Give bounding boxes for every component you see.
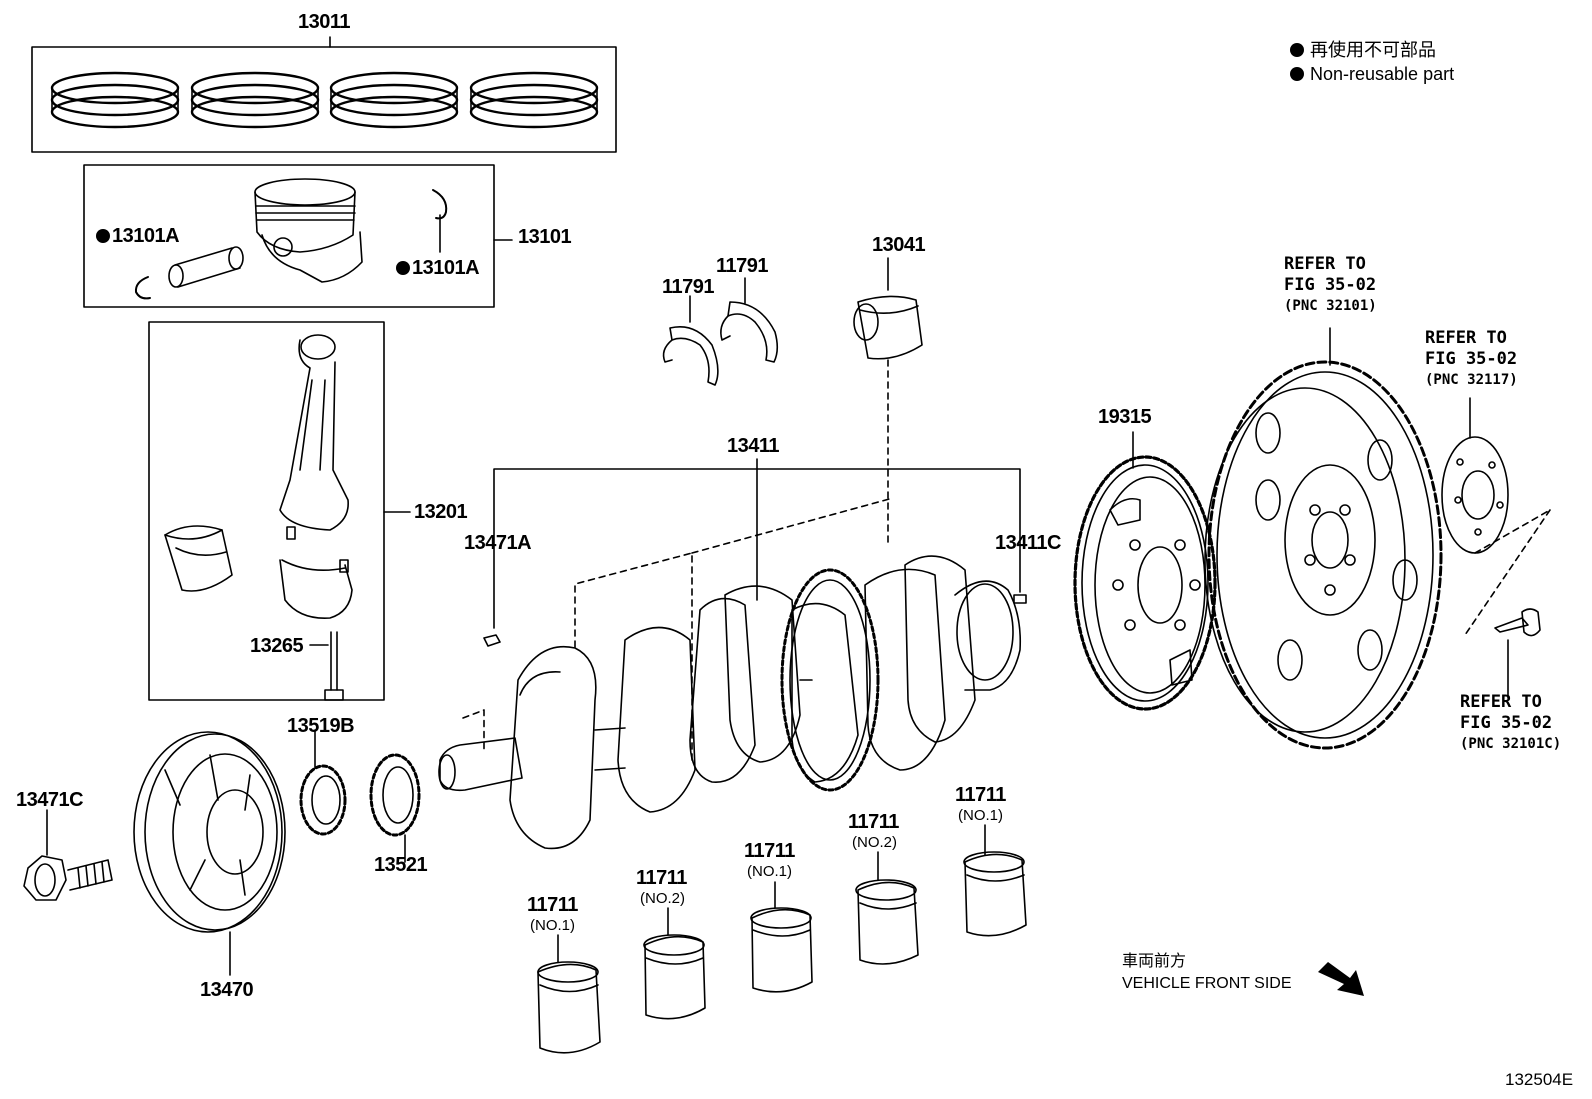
piston-ring-3 xyxy=(329,71,459,129)
main-bearing-2 xyxy=(643,907,706,1020)
connecting-rod-group xyxy=(148,321,411,701)
label-11791-b[interactable]: 11791 xyxy=(716,255,769,277)
label-13521[interactable]: 13521 xyxy=(374,854,428,876)
bearing-5-sub: (NO.1) xyxy=(958,807,1003,824)
label-13470[interactable]: 13470 xyxy=(200,979,254,1001)
piston-group xyxy=(83,164,513,308)
label-11791-a[interactable]: 11791 xyxy=(662,276,715,298)
label-11711-bearing-3[interactable]: 11711 xyxy=(744,840,795,862)
connecting-rod xyxy=(279,334,353,619)
vehicle-front-side-label: 車両前方 VEHICLE FRONT SIDE xyxy=(1122,953,1292,992)
label-13519b[interactable]: 13519B xyxy=(287,715,355,737)
spacer-plate xyxy=(1441,397,1551,636)
label-13411c[interactable]: 13411C xyxy=(995,532,1061,554)
label-13411[interactable]: 13411 xyxy=(727,435,780,457)
label-11711-bearing-1[interactable]: 11711 xyxy=(527,894,578,916)
crank-pulley xyxy=(133,731,286,976)
piston-ring-set-group xyxy=(31,36,617,153)
main-bearing-3 xyxy=(750,881,813,993)
drive-plate xyxy=(1204,327,1443,750)
thrust-washers xyxy=(662,277,779,386)
label-13011[interactable]: 13011 xyxy=(298,11,351,33)
main-bearing-4 xyxy=(855,851,919,965)
crank-gear xyxy=(780,568,880,792)
figure-code: 132504E xyxy=(1505,1070,1574,1089)
main-bearing-1 xyxy=(537,934,601,1054)
crankshaft xyxy=(438,497,1022,850)
main-bearing-5 xyxy=(963,824,1027,937)
piston xyxy=(254,178,363,283)
rod-bolt xyxy=(324,631,344,701)
label-13471c[interactable]: 13471C xyxy=(16,789,84,811)
bearing-3-sub: (NO.1) xyxy=(747,863,792,880)
piston-ring-4 xyxy=(469,71,599,129)
bearing-2-sub: (NO.2) xyxy=(640,890,685,907)
piston-pin xyxy=(168,246,244,288)
label-11711-bearing-2[interactable]: 11711 xyxy=(636,867,687,889)
piston-ring-1 xyxy=(50,71,180,129)
label-13471a[interactable]: 13471A xyxy=(464,532,532,554)
crankshaft-callout xyxy=(483,458,1027,647)
label-11711-bearing-5[interactable]: 11711 xyxy=(955,784,1006,806)
pulley-bolt xyxy=(23,809,113,901)
label-11711-bearing-4[interactable]: 11711 xyxy=(848,811,899,833)
label-13101a-left[interactable]: 13101A xyxy=(96,226,180,246)
refer-to-fig-32117[interactable]: REFER TO FIG 35-02 (PNC 32117) xyxy=(1425,328,1518,388)
rod-bearing xyxy=(164,525,233,592)
label-13201[interactable]: 13201 xyxy=(414,501,468,523)
label-13101a-right[interactable]: 13101A xyxy=(396,258,480,278)
label-13101[interactable]: 13101 xyxy=(518,226,572,248)
label-13265[interactable]: 13265 xyxy=(250,635,304,657)
bearing-4-sub: (NO.2) xyxy=(852,834,897,851)
non-reusable-icon xyxy=(396,261,410,275)
refer-to-fig-32101[interactable]: REFER TO FIG 35-02 (PNC 32101) xyxy=(1284,254,1377,314)
drive-plate-bolt xyxy=(1494,608,1541,699)
snap-ring-left xyxy=(134,276,151,300)
vehicle-front-arrow xyxy=(1318,962,1364,996)
label-19315[interactable]: 19315 xyxy=(1098,406,1152,428)
legend-item-en: Non-reusable part xyxy=(1290,62,1454,86)
oil-pump-drive-gear xyxy=(299,729,347,836)
bullet-icon xyxy=(1290,67,1304,81)
thrust-bearing-13041 xyxy=(853,257,923,546)
legend-item-jp: 再使用不可部品 xyxy=(1290,38,1454,62)
label-13041[interactable]: 13041 xyxy=(872,234,926,256)
timing-sprocket xyxy=(369,753,421,863)
crank-timing-rotor xyxy=(1073,431,1217,711)
bullet-icon xyxy=(1290,43,1304,57)
non-reusable-icon xyxy=(96,229,110,243)
legend: 再使用不可部品 Non-reusable part xyxy=(1290,38,1454,86)
refer-to-fig-32101c[interactable]: REFER TO FIG 35-02 (PNC 32101C) xyxy=(1460,692,1562,752)
bearing-1-sub: (NO.1) xyxy=(530,917,575,934)
piston-ring-2 xyxy=(190,71,320,129)
snap-ring-right xyxy=(432,189,448,220)
